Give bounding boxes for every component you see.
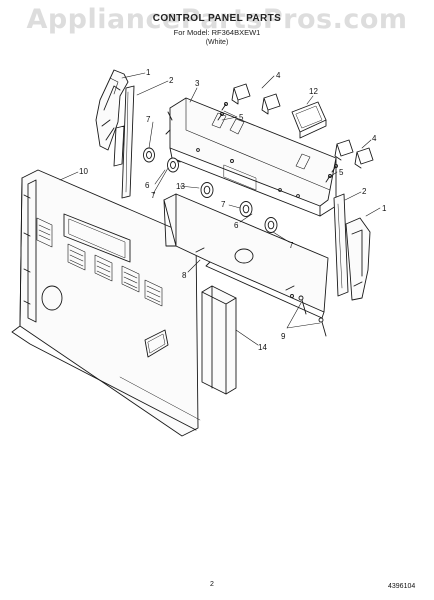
bracket-part-8 <box>163 193 329 319</box>
end-cap-part-1-right <box>345 217 371 301</box>
side-trim-part-2-right <box>333 193 349 297</box>
screws-part-9 <box>298 295 327 337</box>
callout-13: 13 <box>176 182 185 191</box>
leader-lines <box>59 72 381 346</box>
knobs-part-7 <box>143 147 278 233</box>
clips-part-4-upper <box>231 83 281 115</box>
callout-2-right: 2 <box>362 187 367 196</box>
callout-labels: 1 2 3 4 5 7 12 6 7 13 4 5 10 7 2 6 1 7 8… <box>79 68 387 352</box>
screws-part-5 <box>217 102 338 183</box>
callout-12: 12 <box>309 87 318 96</box>
callout-6-center: 6 <box>234 221 239 230</box>
side-panel-part-14 <box>201 285 237 395</box>
callout-9: 9 <box>281 332 286 341</box>
display-module-part-12 <box>291 101 327 139</box>
callout-2-left: 2 <box>169 76 174 85</box>
model-line: For Model: RF364BXEW1 <box>173 28 261 37</box>
page-number: 2 <box>210 581 214 588</box>
callout-4-upper: 4 <box>276 71 281 80</box>
callout-3: 3 <box>195 79 200 88</box>
end-cap-part-1-left <box>95 69 129 151</box>
callout-7-right: 7 <box>289 241 294 250</box>
callout-1-right: 1 <box>382 204 387 213</box>
document-number: 4396104 <box>388 583 416 590</box>
diagram-title: CONTROL PANEL PARTS <box>152 13 282 24</box>
callout-14: 14 <box>258 343 267 352</box>
callout-7-left: 7 <box>146 115 151 124</box>
watermark: AppliancePartsPros.com <box>26 4 408 35</box>
callout-7-center: 7 <box>221 200 226 209</box>
control-panel-part-3 <box>165 97 337 217</box>
callout-8: 8 <box>182 271 187 280</box>
side-trim-part-2-left <box>113 85 135 199</box>
callout-5-upper: 5 <box>239 113 244 122</box>
callout-5-right: 5 <box>339 168 344 177</box>
back-panel-part-10 <box>11 169 201 437</box>
callout-1-left: 1 <box>146 68 151 77</box>
callout-4-right: 4 <box>372 134 377 143</box>
clips-part-4-right <box>334 139 374 169</box>
color-line: (White) <box>205 39 229 46</box>
callout-7-mid: 7 <box>151 191 156 200</box>
callout-10: 10 <box>79 167 88 176</box>
callout-6-left: 6 <box>145 181 150 190</box>
